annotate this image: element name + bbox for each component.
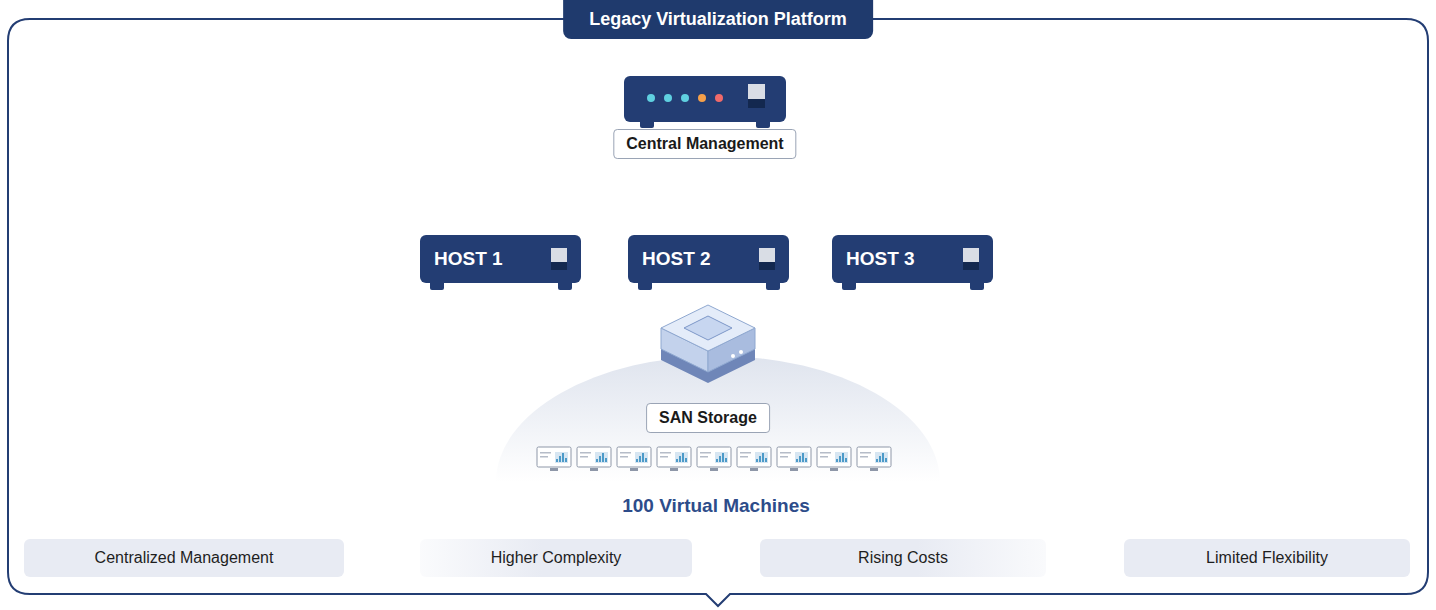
host-indicator [963, 248, 979, 270]
host-indicator-panel [551, 248, 567, 262]
vm-monitor [537, 447, 571, 471]
trait-pill: Higher Complexity [420, 539, 692, 577]
vm-monitor [777, 447, 811, 471]
trait-pill: Limited Flexibility [1124, 539, 1410, 577]
node-text: Higher Complexity [491, 549, 622, 567]
host-server: HOST 2 [628, 235, 789, 283]
node-text: Limited Flexibility [1206, 549, 1328, 567]
vm-monitor [577, 447, 611, 471]
storage-label: SAN Storage [646, 403, 770, 433]
host-indicator-panel [963, 248, 979, 262]
san-storage-icon [661, 305, 755, 383]
node-text: SAN Storage [659, 409, 757, 426]
host-server: HOST 1 [420, 235, 581, 283]
node-text: HOST 1 [434, 248, 503, 270]
trait-pill: Rising Costs [760, 539, 1046, 577]
vm-monitor [617, 447, 651, 471]
management-label: Central Management [613, 129, 796, 159]
vm-monitor [737, 447, 771, 471]
vm-monitor [697, 447, 731, 471]
host-indicator-strip [759, 262, 775, 270]
platform-frame [8, 19, 1428, 606]
vm-monitor [817, 447, 851, 471]
node-text: Rising Costs [858, 549, 948, 567]
node-text: Central Management [626, 135, 783, 152]
node-text: HOST 2 [642, 248, 711, 270]
trait-pill: Centralized Management [24, 539, 344, 577]
host-indicator-strip [963, 262, 979, 270]
vm-monitor [857, 447, 891, 471]
title-tab: Legacy Virtualization Platform [563, 0, 873, 39]
management-server-icon [624, 76, 786, 128]
host-indicator [551, 248, 567, 270]
host-indicator [759, 248, 775, 270]
vm-monitor [657, 447, 691, 471]
host-indicator-strip [551, 262, 567, 270]
node-text: HOST 3 [846, 248, 915, 270]
host-server: HOST 3 [832, 235, 993, 283]
caption-label: 100 Virtual Machines [622, 495, 810, 517]
host-indicator-panel [759, 248, 775, 262]
virtual-machine-icons [537, 447, 891, 471]
node-text: Centralized Management [95, 549, 274, 567]
